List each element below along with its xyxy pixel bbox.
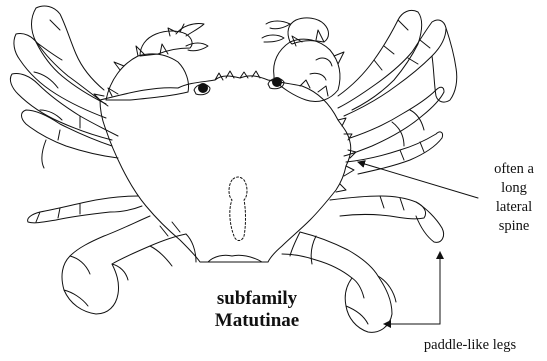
- left-legs: [10, 6, 196, 314]
- caption-line-1: subfamily: [182, 288, 332, 310]
- lateral-spine-label: often a long lateral spine: [478, 160, 547, 236]
- right-legs: [282, 10, 457, 332]
- spine-label-line-4: spine: [478, 217, 547, 236]
- spine-label-line-1: often a: [478, 160, 547, 179]
- spine-arrow: [358, 162, 478, 198]
- paddle-legs-label: paddle-like legs: [395, 336, 545, 355]
- spine-label-line-2: long: [478, 179, 547, 198]
- legs-label-text: paddle-like legs: [395, 336, 545, 355]
- spine-label-line-3: lateral: [478, 198, 547, 217]
- subfamily-caption: subfamily Matutinae: [182, 288, 332, 332]
- caption-line-2: Matutinae: [182, 310, 332, 332]
